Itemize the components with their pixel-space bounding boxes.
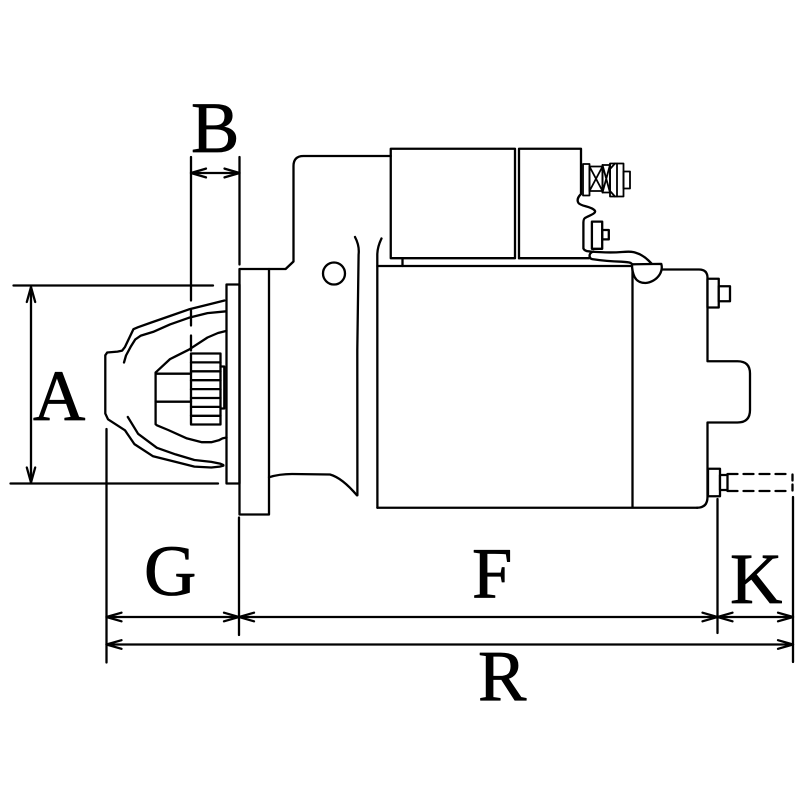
svg-text:B: B <box>191 87 239 168</box>
svg-text:R: R <box>478 635 527 716</box>
svg-text:K: K <box>730 538 782 619</box>
svg-text:G: G <box>144 530 196 611</box>
svg-text:A: A <box>33 355 85 436</box>
svg-text:F: F <box>472 533 512 614</box>
